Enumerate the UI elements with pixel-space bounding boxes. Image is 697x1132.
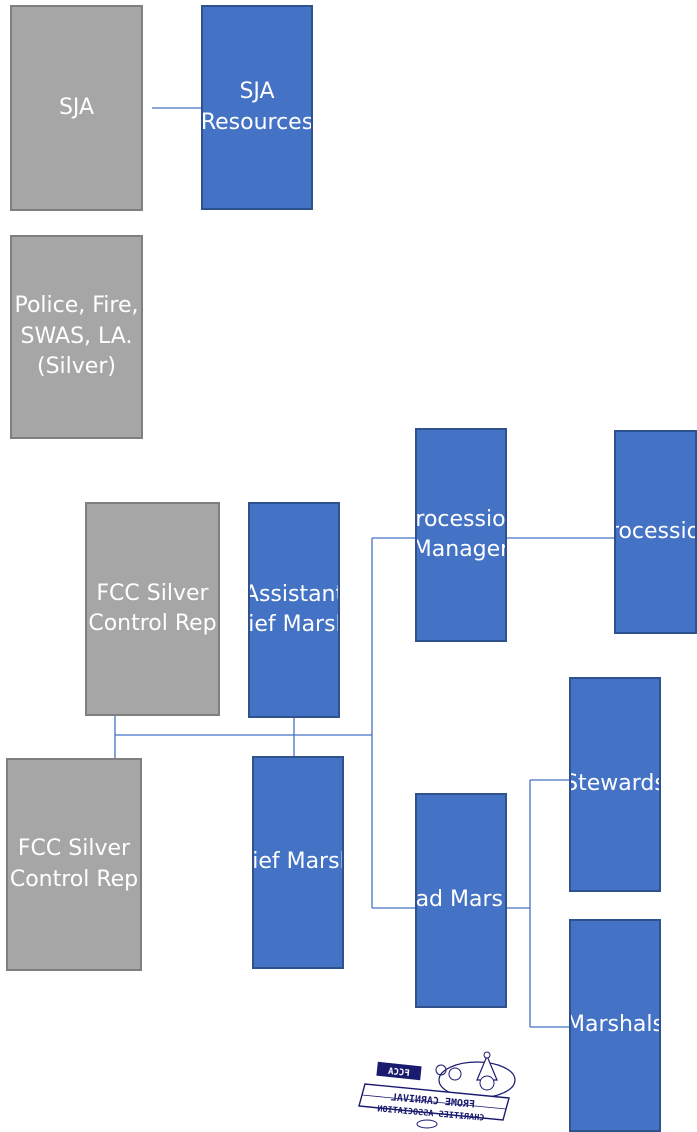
node-fcc-silver-control-rep-upper: FCC Silver Control Rep <box>85 502 220 716</box>
node-marshals: Marshals <box>569 919 661 1132</box>
node-head-marshal-label: Head Marshal <box>415 887 505 913</box>
node-chief-marshal-label: Chief Marshal <box>252 849 342 875</box>
fcca-logo: FCCA FROME CARNIVAL CHARITIES ASSOCIATIO… <box>358 1051 516 1129</box>
fcca-logo-badge: FCCA <box>387 1067 410 1079</box>
node-assistant-chief-marshal-label: Assistant Chief Marshal <box>248 581 340 637</box>
node-fcc-silver-control-rep-lower-label: FCC Silver Control Rep <box>9 836 139 892</box>
node-fcc-silver-control-rep-lower: FCC Silver Control Rep <box>6 758 142 971</box>
node-head-marshal: Head Marshal <box>415 793 507 1008</box>
node-stewards-label: Stewards <box>569 771 661 797</box>
node-stewards: Stewards <box>569 677 661 892</box>
node-sja: SJA <box>10 5 143 211</box>
node-police-fire-swas-label: Police, Fire, SWAS, LA. (Silver) <box>14 293 139 380</box>
node-procession-manager-label: Procession Manager <box>415 506 507 562</box>
node-sja-resources-label: SJA Resources <box>201 79 313 135</box>
node-marshals-label: Marshals <box>569 1012 661 1038</box>
node-sja-resources: SJA Resources <box>201 5 313 210</box>
node-fcc-silver-control-rep-upper-label: FCC Silver Control Rep <box>88 580 217 636</box>
node-assistant-chief-marshal: Assistant Chief Marshal <box>248 502 340 718</box>
node-procession: Procession <box>614 430 697 634</box>
node-police-fire-swas: Police, Fire, SWAS, LA. (Silver) <box>10 235 143 439</box>
node-sja-label: SJA <box>58 94 95 120</box>
node-procession-manager: Procession Manager <box>415 428 507 642</box>
node-chief-marshal: Chief Marshal <box>252 756 344 969</box>
node-procession-label: Procession <box>616 518 695 544</box>
